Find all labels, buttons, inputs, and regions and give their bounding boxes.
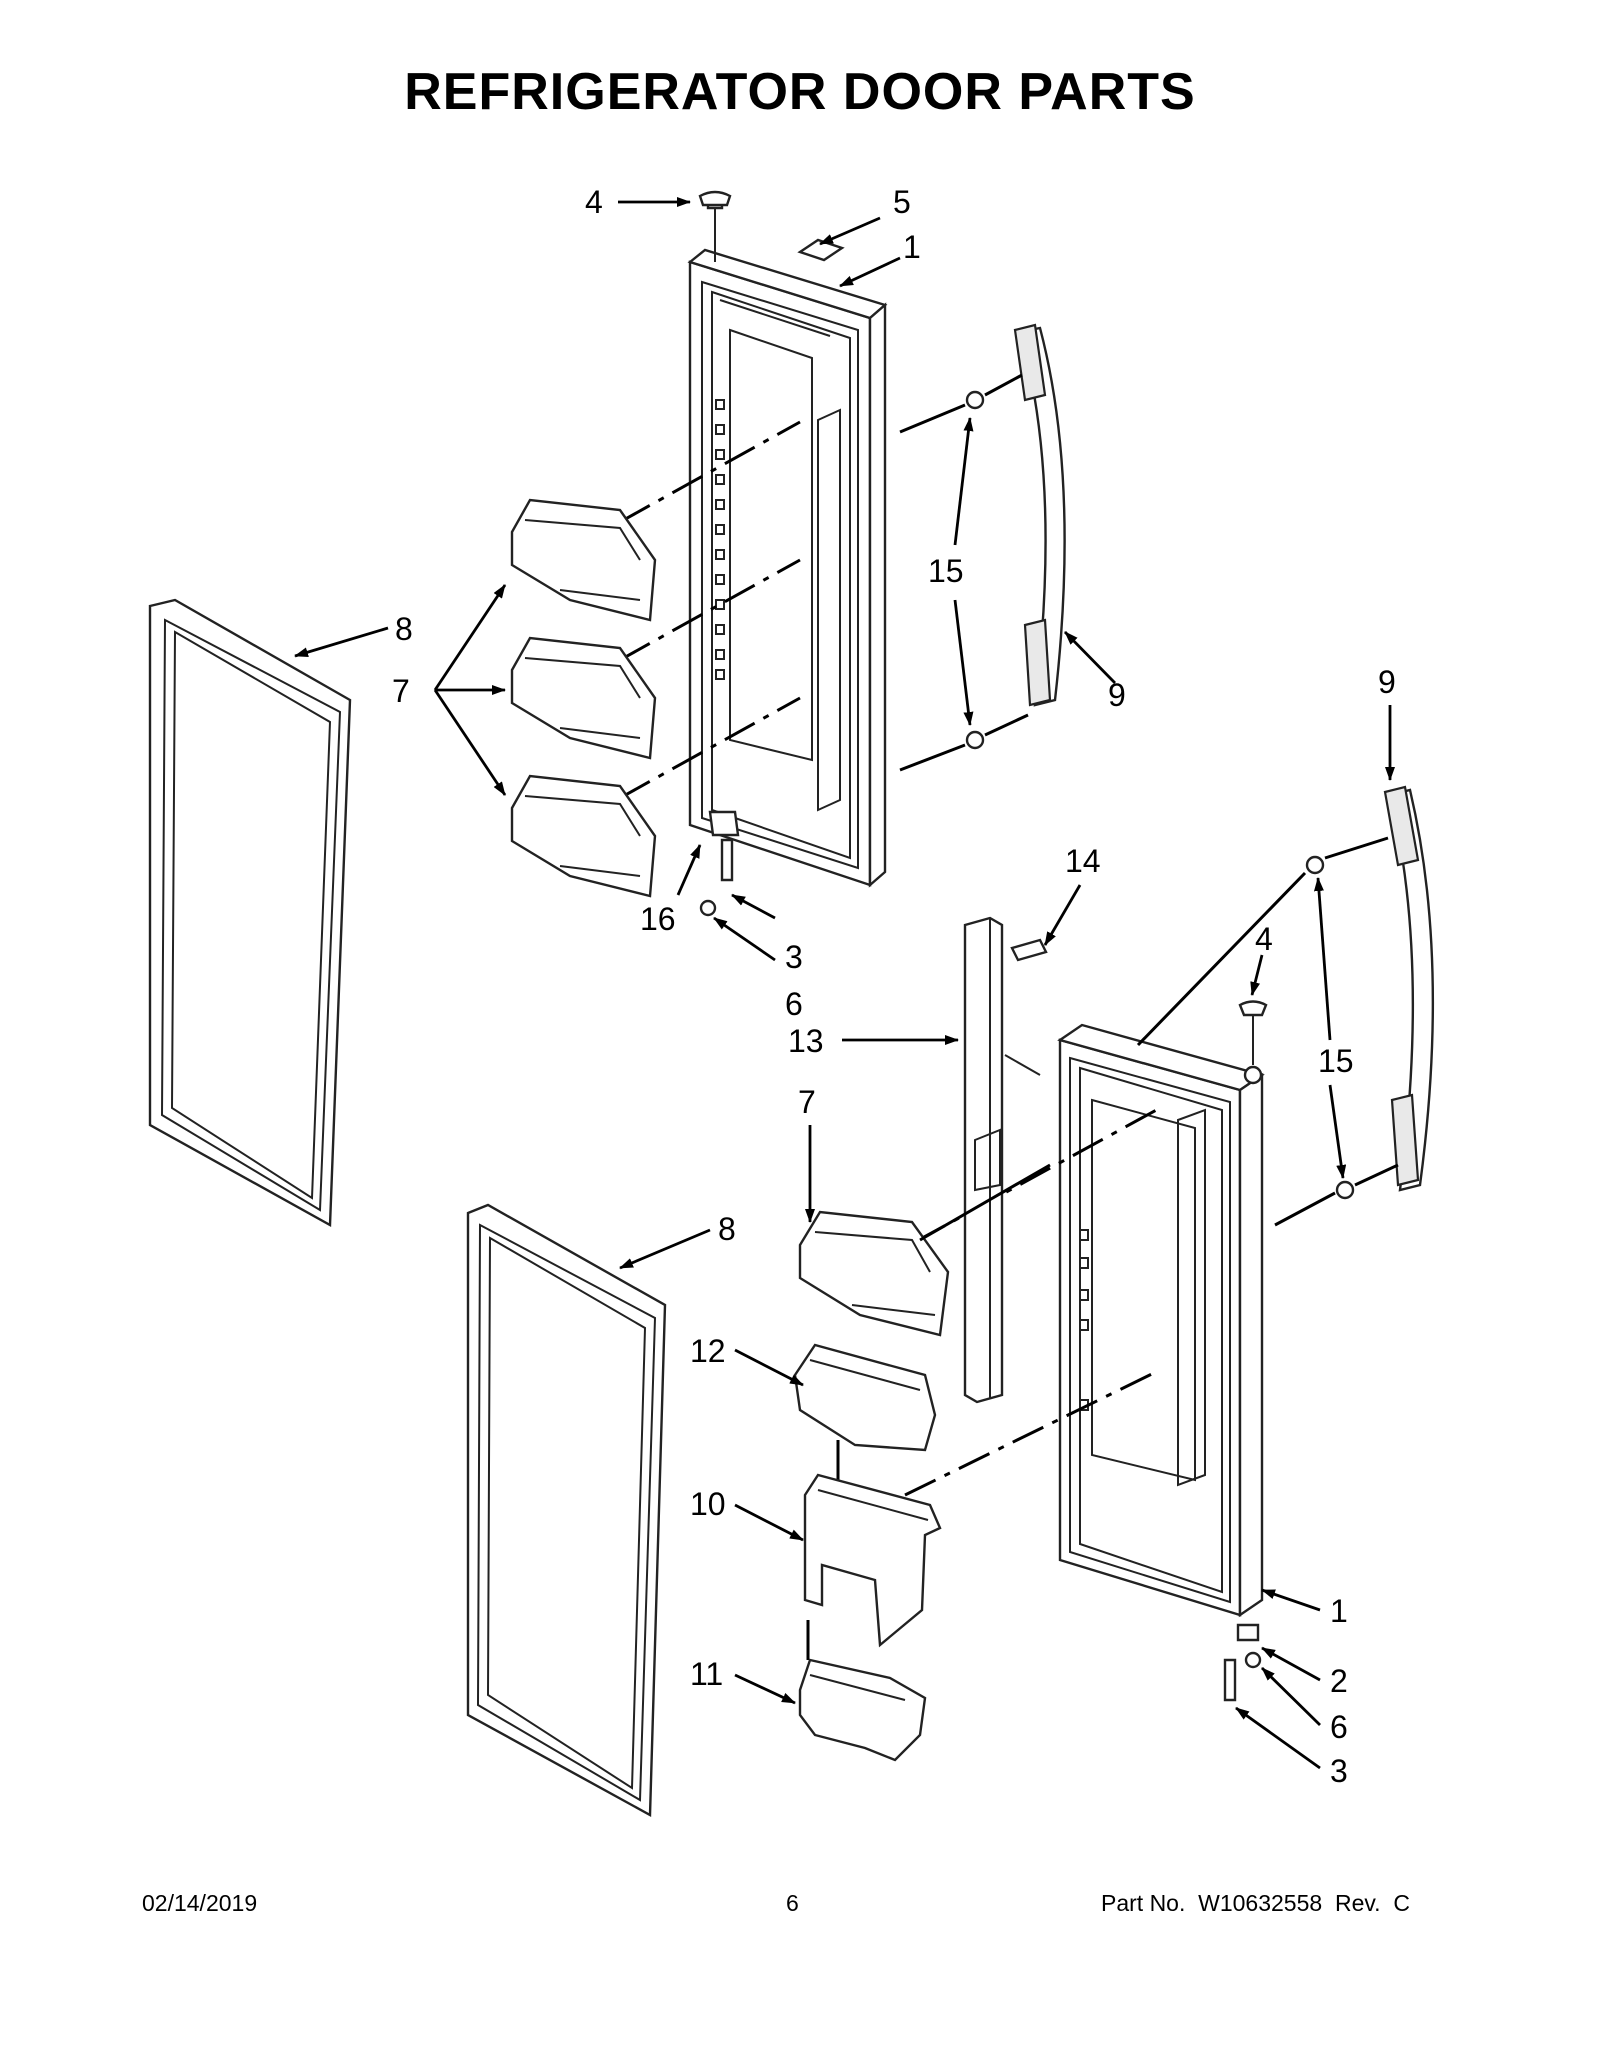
callout-3: 3	[785, 939, 803, 975]
callout-15: 15	[1318, 1043, 1354, 1079]
callout-9: 9	[1108, 677, 1126, 713]
callout-3: 3	[1330, 1753, 1348, 1789]
callout-7: 7	[392, 673, 410, 709]
callout-labels: 4 5 1 15 8 7 9 9 14 16 3 6 4 15 13 7 8 1…	[392, 184, 1396, 1789]
callout-6: 6	[785, 986, 803, 1022]
callout-arrows	[294, 197, 1395, 1770]
handle-upper	[899, 323, 1066, 772]
left-door-assembly	[619, 190, 888, 917]
page-title: REFRIGERATOR DOOR PARTS	[404, 63, 1196, 121]
dispenser-parts	[793, 1343, 942, 1762]
callout-1: 1	[1330, 1593, 1348, 1629]
callout-4: 4	[1255, 921, 1273, 957]
center-mullion	[963, 916, 1048, 1404]
callout-8: 8	[395, 611, 413, 647]
right-door-assembly	[904, 1000, 1268, 1702]
callout-10: 10	[690, 1486, 726, 1522]
footer-date: 02/14/2019	[142, 1890, 258, 1916]
callout-5: 5	[893, 184, 911, 220]
handle-lower	[1136, 785, 1435, 1227]
callout-14: 14	[1065, 843, 1101, 879]
callout-9: 9	[1378, 664, 1396, 700]
footer-part-number: Part No. W10632558 Rev. C	[1101, 1890, 1410, 1916]
callout-8: 8	[718, 1211, 736, 1247]
callout-7: 7	[798, 1084, 816, 1120]
door-gasket-upper	[148, 598, 352, 1227]
callout-1: 1	[903, 229, 921, 265]
door-bin-lower	[798, 1163, 1051, 1337]
callout-15: 15	[928, 553, 964, 589]
callout-16: 16	[640, 901, 676, 937]
door-gasket-lower	[466, 1203, 667, 1817]
callout-11: 11	[690, 1656, 723, 1692]
callout-4: 4	[585, 184, 603, 220]
callout-13: 13	[788, 1023, 824, 1059]
callout-12: 12	[690, 1333, 726, 1369]
callout-2: 2	[1330, 1663, 1348, 1699]
door-bins-upper	[510, 498, 657, 898]
callout-6: 6	[1330, 1709, 1348, 1745]
footer-page-number: 6	[786, 1890, 799, 1916]
